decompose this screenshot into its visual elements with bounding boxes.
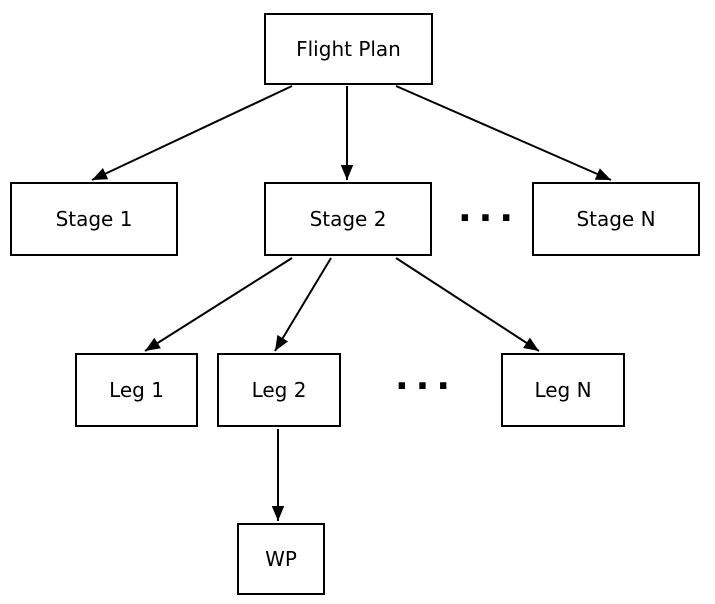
node-stage-2: Stage 2	[264, 182, 432, 256]
edge-stage2-leg1	[144, 257, 293, 352]
node-wp: WP	[237, 523, 325, 595]
edge-flightplan-stagen	[395, 85, 612, 181]
ellipsis-legs: ...	[395, 357, 458, 398]
ellipsis-stages: ...	[458, 189, 521, 230]
node-stage-n: Stage N	[532, 182, 700, 256]
edge-flightplan-stage1	[91, 85, 293, 181]
node-stage-1: Stage 1	[10, 182, 178, 256]
node-leg-n: Leg N	[501, 353, 625, 427]
edge-stage2-leg2	[274, 257, 332, 352]
node-flight-plan: Flight Plan	[264, 13, 433, 85]
edge-stage2-legn	[395, 257, 540, 352]
node-leg-2: Leg 2	[217, 353, 341, 427]
node-leg-1: Leg 1	[75, 353, 198, 427]
